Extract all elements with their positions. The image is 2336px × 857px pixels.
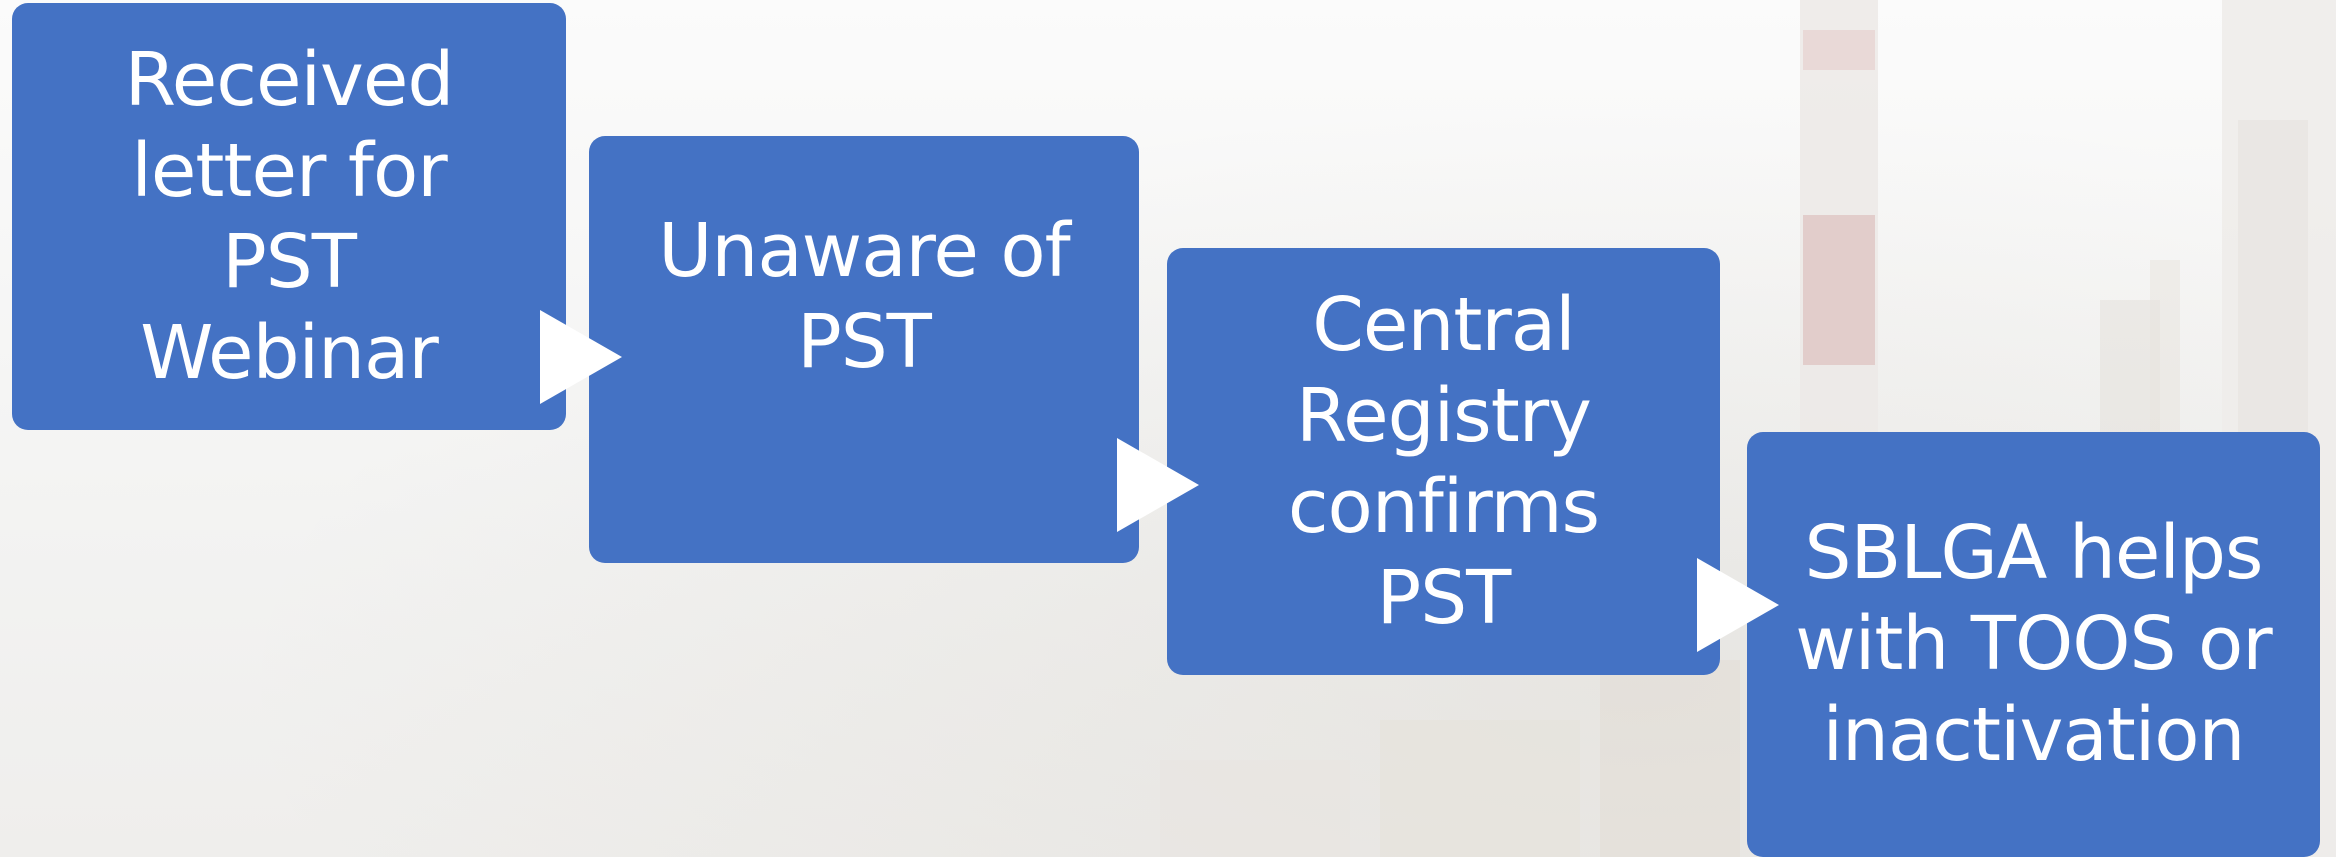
process-step-3-label: Central Registry confirms PST bbox=[1287, 281, 1600, 641]
process-step-4: SBLGA helps with TOOS or inactivation bbox=[1747, 432, 2320, 857]
arrow-right-icon bbox=[540, 310, 622, 404]
process-step-1: Received letter for PST Webinar bbox=[12, 3, 566, 430]
process-step-3: Central Registry confirms PST bbox=[1167, 248, 1720, 675]
arrow-right-icon bbox=[1697, 558, 1779, 652]
process-step-1-label: Received letter for PST Webinar bbox=[124, 36, 455, 396]
process-step-4-label: SBLGA helps with TOOS or inactivation bbox=[1795, 510, 2272, 778]
arrow-right-icon bbox=[1117, 438, 1199, 532]
process-step-2-label: Unaware of PST bbox=[658, 208, 1070, 385]
process-step-2: Unaware of PST bbox=[589, 136, 1139, 563]
